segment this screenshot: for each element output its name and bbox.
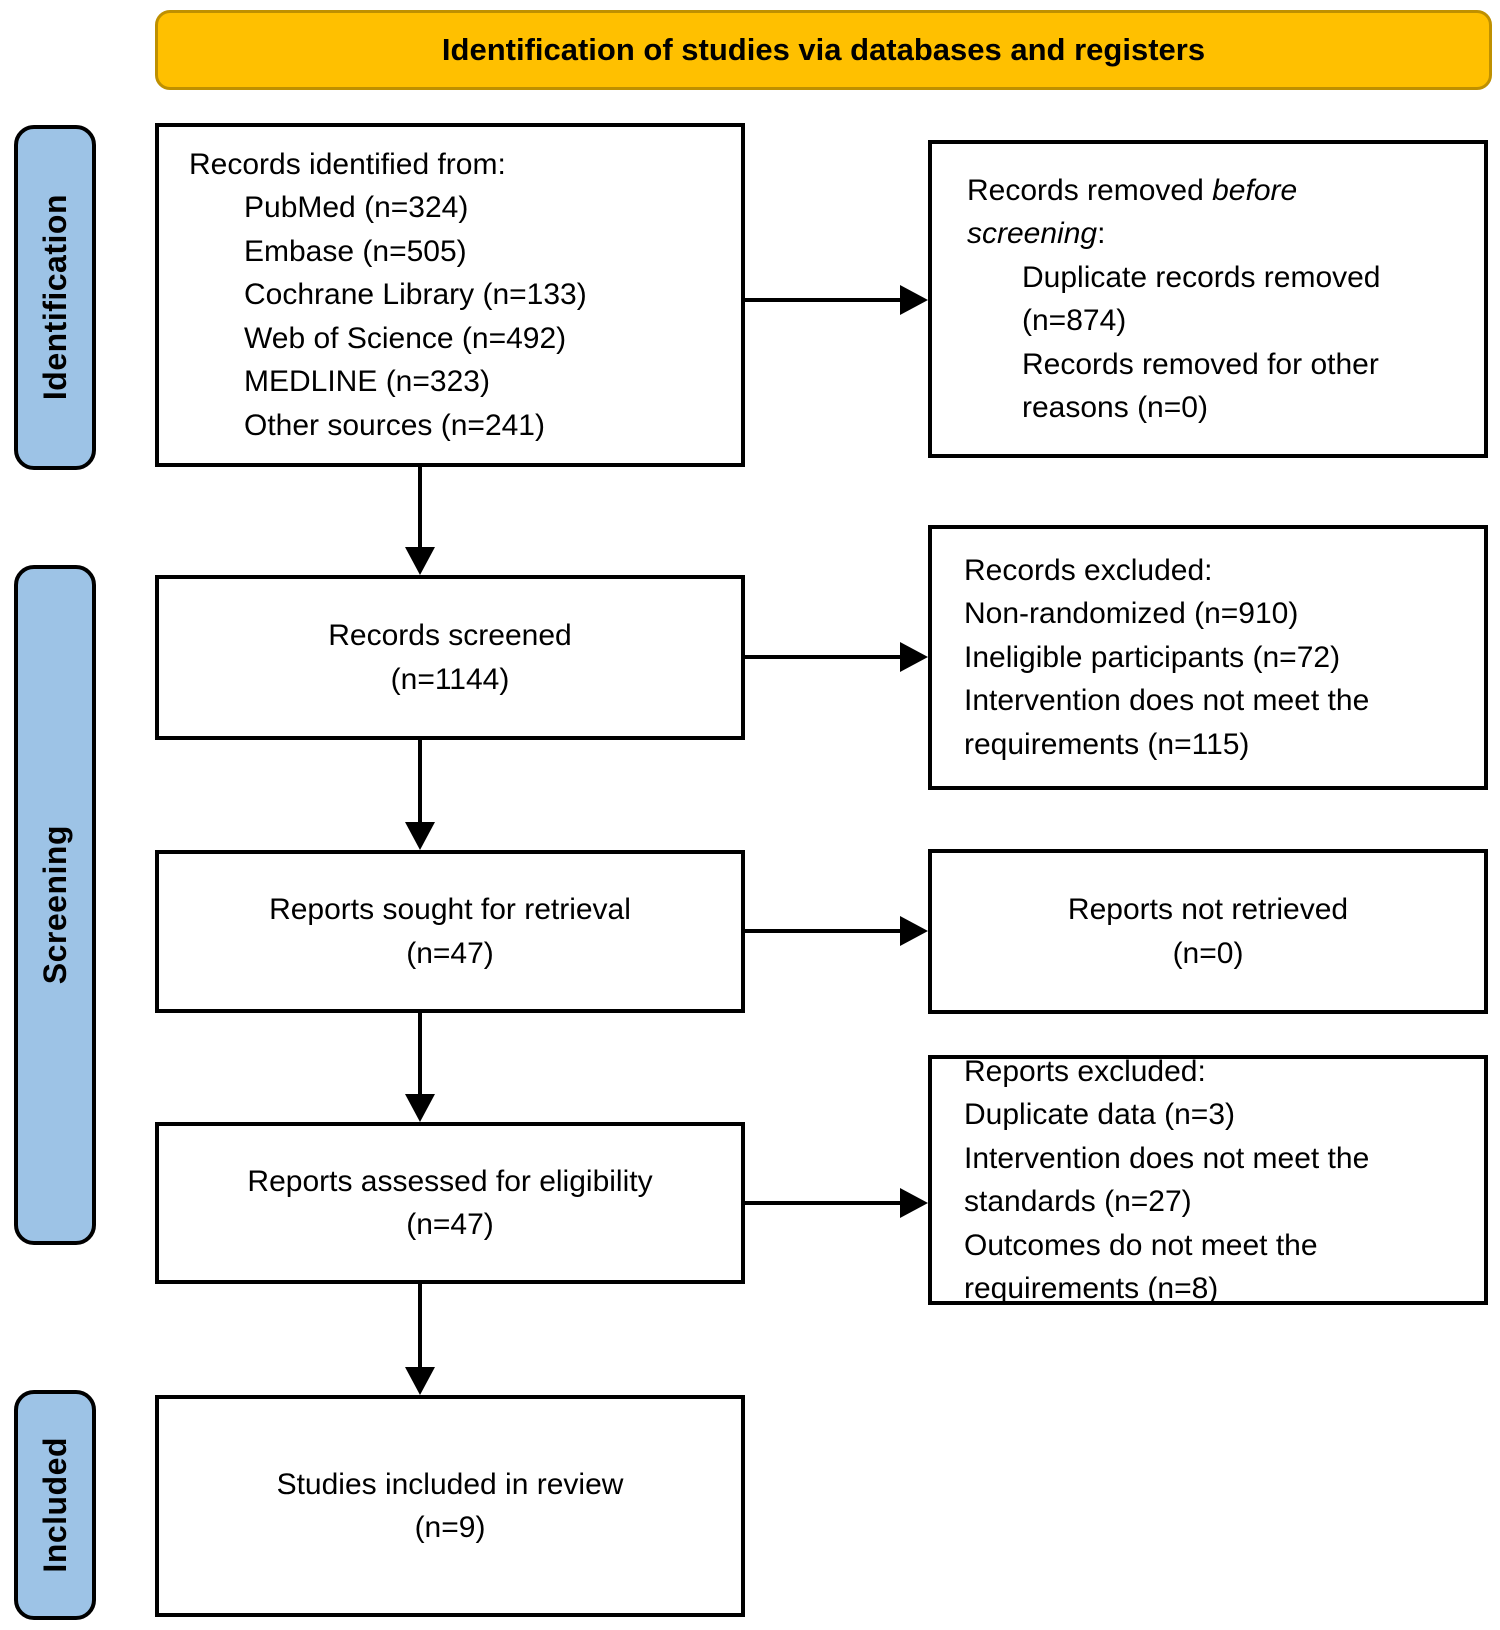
arrow-screened-to-excluded-line bbox=[745, 655, 902, 659]
reports-excluded-item: Intervention does not meet the standards… bbox=[964, 1141, 1370, 1219]
arrow-screened-to-excluded-head-icon bbox=[900, 642, 928, 672]
box-reports-sought-line1: Reports sought for retrieval bbox=[269, 893, 631, 926]
arrow-sought-to-not-retrieved-line bbox=[745, 929, 902, 933]
records-excluded-item: Intervention does not meet the requireme… bbox=[964, 684, 1370, 761]
source-item: Web of Science (n=492) bbox=[244, 321, 567, 355]
arrow-assessed-to-included-line bbox=[418, 1284, 422, 1367]
arrow-sought-to-assessed-head-icon bbox=[405, 1094, 435, 1122]
arrow-assessed-to-reports-excluded-line bbox=[745, 1201, 902, 1205]
box-records-screened-count: (n=1144) bbox=[390, 662, 510, 696]
box-records-identified: Records identified from: PubMed (n=324) … bbox=[155, 123, 745, 467]
stage-label-screening-text: Screening bbox=[36, 825, 73, 985]
arrow-assessed-to-included-head-icon bbox=[405, 1367, 435, 1395]
box-reports-assessed: Reports assessed for eligibility (n=47) bbox=[155, 1122, 745, 1284]
box-reports-not-retrieved: Reports not retrieved (n=0) bbox=[928, 849, 1488, 1014]
banner: Identification of studies via databases … bbox=[155, 10, 1492, 90]
box-records-removed-title-italic2: screening bbox=[967, 217, 1098, 250]
arrow-identified-to-screened-head-icon bbox=[405, 547, 435, 575]
box-records-removed-title-prefix: Records removed bbox=[967, 173, 1213, 207]
box-studies-included-count: (n=9) bbox=[414, 1511, 486, 1544]
removed-item: Duplicate records removed (n=874) bbox=[1022, 260, 1381, 338]
arrow-identified-to-removed-head-icon bbox=[900, 285, 928, 315]
source-item: MEDLINE (n=323) bbox=[244, 365, 490, 399]
box-records-identified-title: Records identified from: bbox=[189, 147, 506, 181]
records-excluded-item: Non-randomized (n=910) bbox=[964, 597, 1299, 631]
source-item: Embase (n=505) bbox=[244, 234, 467, 268]
source-item: Other sources (n=241) bbox=[244, 408, 545, 442]
reports-excluded-item: Outcomes do not meet the requirements (n… bbox=[964, 1228, 1318, 1306]
arrow-sought-to-not-retrieved-head-icon bbox=[900, 916, 928, 946]
box-reports-assessed-count: (n=47) bbox=[406, 1208, 494, 1241]
banner-title: Identification of studies via databases … bbox=[441, 32, 1206, 67]
box-reports-not-retrieved-line1: Reports not retrieved bbox=[1067, 893, 1349, 926]
source-item: PubMed (n=324) bbox=[244, 191, 469, 225]
box-reports-excluded: Reports excluded: Duplicate data (n=3) I… bbox=[928, 1055, 1488, 1305]
stage-label-included-text: Included bbox=[36, 1437, 73, 1573]
box-reports-sought-count: (n=47) bbox=[406, 936, 494, 970]
box-records-screened: Records screened (n=1144) bbox=[155, 575, 745, 740]
arrow-identified-to-removed-line bbox=[745, 298, 902, 302]
arrow-screened-to-sought-head-icon bbox=[405, 822, 435, 850]
reports-excluded-item: Duplicate data (n=3) bbox=[964, 1098, 1235, 1131]
arrow-screened-to-sought-line bbox=[418, 740, 422, 822]
box-records-removed-title-suffix: : bbox=[1097, 217, 1106, 250]
records-excluded-item: Ineligible participants (n=72) bbox=[964, 640, 1341, 674]
arrow-sought-to-assessed-line bbox=[418, 1013, 422, 1094]
box-studies-included: Studies included in review (n=9) bbox=[155, 1395, 745, 1617]
source-item: Cochrane Library (n=133) bbox=[244, 278, 587, 312]
box-reports-excluded-title: Reports excluded: bbox=[964, 1054, 1206, 1088]
box-reports-sought: Reports sought for retrieval (n=47) bbox=[155, 850, 745, 1013]
arrow-assessed-to-reports-excluded-head-icon bbox=[900, 1188, 928, 1218]
box-records-removed-title-italic1: before bbox=[1212, 173, 1298, 207]
stage-label-included: Included bbox=[14, 1390, 96, 1620]
stage-label-identification: Identification bbox=[14, 125, 96, 470]
box-records-removed-title: Records removed before screening: bbox=[967, 169, 1462, 256]
box-studies-included-line1: Studies included in review bbox=[276, 1467, 624, 1501]
box-records-screened-line1: Records screened bbox=[328, 619, 572, 652]
box-records-excluded: Records excluded: Non-randomized (n=910)… bbox=[928, 525, 1488, 790]
arrow-identified-to-screened-line bbox=[418, 467, 422, 547]
box-reports-assessed-line1: Reports assessed for eligibility bbox=[247, 1164, 653, 1198]
box-reports-not-retrieved-count: (n=0) bbox=[1172, 936, 1244, 970]
removed-item: Records removed for other reasons (n=0) bbox=[1022, 347, 1379, 425]
box-records-removed: Records removed before screening: Duplic… bbox=[928, 140, 1488, 458]
stage-label-identification-text: Identification bbox=[36, 194, 73, 401]
stage-label-screening: Screening bbox=[14, 565, 96, 1245]
box-records-excluded-title: Records excluded: bbox=[964, 553, 1213, 587]
